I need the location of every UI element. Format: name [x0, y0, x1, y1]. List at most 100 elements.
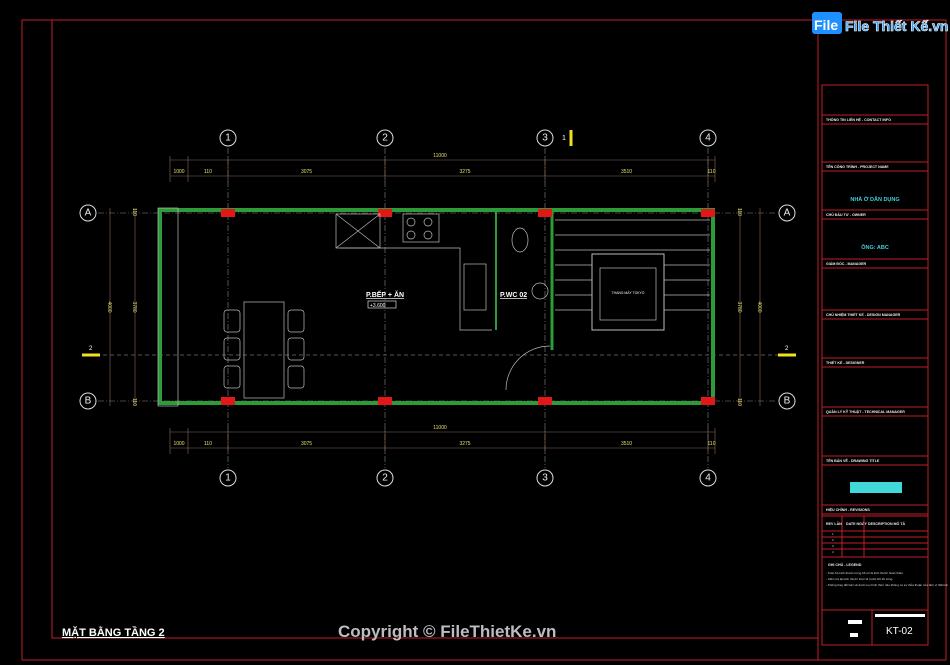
dining-chair — [287, 365, 305, 389]
legend-note: - Toàn bộ kích thước trong hồ sơ là kích… — [826, 571, 904, 575]
structural-column — [221, 397, 235, 405]
copyright-watermark: Copyright © FileThietKe.vn — [338, 622, 556, 641]
toilet — [511, 227, 529, 253]
dimension-value: 110 — [736, 398, 742, 406]
grid-bubble — [219, 469, 237, 487]
drawing-frame — [51, 19, 819, 639]
dimension-total: 11000 — [433, 153, 447, 159]
room-label-kitchen: P.BẾP + ĂN — [366, 289, 404, 299]
kitchen-counter — [340, 247, 492, 331]
dimension-value: 110 — [131, 398, 137, 406]
scale-value — [848, 620, 862, 624]
grid-bubble — [699, 129, 717, 147]
room-label-elevator: THANG MÁY TOKYO — [612, 291, 645, 295]
dimension-value: 3780 — [736, 301, 742, 312]
grid-label: A — [784, 208, 791, 219]
grid-bubble — [536, 469, 554, 487]
dimension-value: 3075 — [301, 169, 312, 175]
grid-label: 4 — [705, 133, 711, 144]
revision-row-number: 1 — [832, 532, 834, 536]
revision-row-number: 4 — [832, 550, 834, 554]
sheet-number-bar — [875, 614, 925, 617]
grid-bubble — [778, 392, 796, 410]
title-block-label: CHỦ NHIỆM THIẾT KẾ - DESIGN MANAGER — [826, 312, 901, 317]
legend-note: - Kiểm tra lại kích thước thực tế trước … — [826, 577, 893, 581]
structural-column — [538, 397, 552, 405]
dining-chair — [287, 337, 305, 361]
grid-bubble — [219, 129, 237, 147]
dimension-value: 110 — [131, 208, 137, 216]
wc-sink — [531, 282, 549, 300]
structural-column — [538, 209, 552, 217]
section-marker-top-label: 1 — [562, 135, 566, 142]
burner — [423, 217, 433, 227]
revision-row-number: 2 — [832, 538, 834, 542]
stove — [402, 213, 440, 243]
title-block-label: QUẢN LÝ KỸ THUẬT - TECHNICAL MANAGER — [826, 409, 905, 414]
grid-bubble — [536, 129, 554, 147]
dimension-total: 4000 — [106, 301, 112, 312]
sink — [463, 263, 487, 311]
owner-value: ÔNG: ABC — [861, 243, 889, 251]
fridge-mark — [335, 213, 381, 249]
title-block-label: CHỦ ĐẦU TƯ - OWNER — [826, 212, 866, 217]
grid-bubble — [376, 469, 394, 487]
drawing-title-highlight — [850, 482, 902, 493]
title-block-outer — [817, 19, 947, 661]
grid-label: 2 — [382, 473, 388, 484]
grid-label: 1 — [225, 473, 231, 484]
dimension-value: 110 — [708, 169, 716, 175]
title-block-label: GIÁM ĐỐC - MANAGER — [826, 261, 867, 266]
dimension-value: 110 — [204, 441, 212, 447]
title-block-label: TÊN BẢN VẼ - DRAWING TITLE — [826, 458, 880, 463]
room-label-wc: P.WC 02 — [500, 292, 527, 299]
grid-bubble — [376, 129, 394, 147]
structural-column — [701, 397, 715, 405]
dimension-value: 3275 — [459, 169, 470, 175]
elevator-car — [599, 267, 657, 321]
project-name-value: NHÀ Ở DÂN DỤNG — [850, 196, 899, 203]
dining-table — [243, 301, 285, 399]
burner — [406, 230, 416, 240]
level-box — [367, 300, 397, 309]
burner — [406, 217, 416, 227]
title-block-label: HIỆU CHỈNH - REVISIONS — [826, 507, 870, 512]
grid-label: 4 — [705, 473, 711, 484]
grid-bubble — [778, 204, 796, 222]
section-marker-label: 2 — [89, 346, 93, 352]
dimension-value: 1000 — [173, 169, 184, 175]
revision-header: REV LẦN — [826, 522, 842, 526]
legend-label: GHI CHÚ - LEGEND — [828, 562, 862, 567]
dimension-total: 11000 — [433, 425, 447, 431]
structural-column — [221, 209, 235, 217]
dimension-value: 3510 — [621, 169, 632, 175]
sheet-number: KT-02 — [886, 626, 913, 637]
grid-bubble — [79, 392, 97, 410]
grid-label: A — [85, 208, 92, 219]
title-block-label: THIẾT KẾ - DESIGNER — [826, 360, 865, 365]
grid-label: 2 — [382, 133, 388, 144]
grid-label: 3 — [542, 133, 548, 144]
dimension-value: 3075 — [301, 441, 312, 447]
structural-column — [378, 397, 392, 405]
door-swing — [505, 345, 551, 391]
revision-header: DESCRIPTION MÔ TẢ — [868, 521, 906, 526]
grid-label: B — [784, 396, 791, 407]
structural-column — [378, 209, 392, 217]
dining-chair — [223, 337, 241, 361]
filethietke-logo: File File Thiết Kế.vn — [812, 12, 949, 34]
dining-chair — [223, 365, 241, 389]
dimension-value: 3510 — [621, 441, 632, 447]
revision-header: DATE NGÀY — [846, 521, 868, 526]
svg-text:File: File — [814, 17, 838, 33]
dimension-value: 110 — [708, 441, 716, 447]
logo-text: File Thiết Kế.vn — [845, 18, 948, 34]
date-value — [850, 633, 858, 637]
grid-label: 3 — [542, 473, 548, 484]
balcony-window — [157, 207, 179, 407]
revision-row-number: 3 — [832, 544, 834, 548]
elevator-shaft — [591, 253, 665, 331]
